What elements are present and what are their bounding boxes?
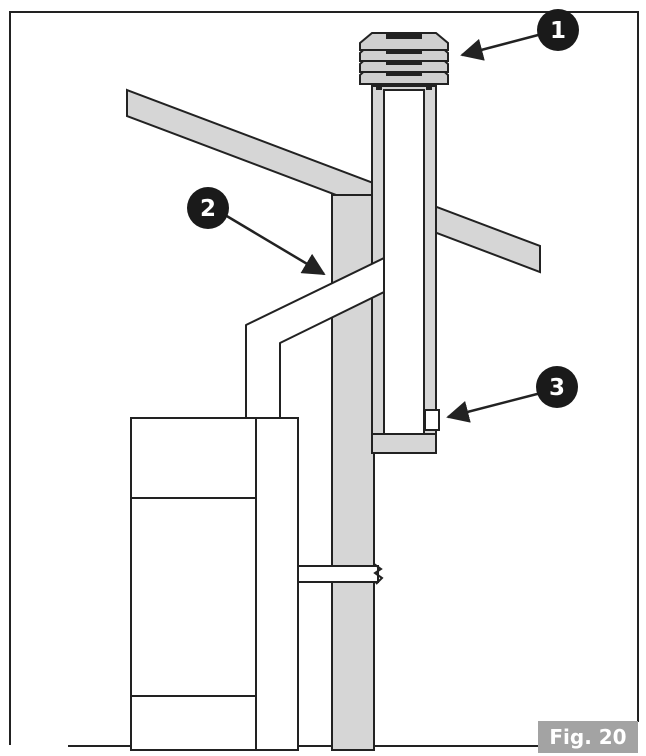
cap-top-slot [386,33,422,39]
arrow-2 [224,213,326,276]
callout-1-number: 1 [550,18,566,44]
stove-body [130,417,299,751]
callout-3-circle [536,366,578,408]
callout-2: 2 [187,187,229,229]
frame-border [9,11,639,745]
air-inlet [297,420,384,750]
inlet-pipe [297,565,379,583]
figure-label-bg [538,721,638,753]
arrow-1 [460,32,543,61]
inlet-break-mark [373,563,384,585]
arrow-3 [446,391,542,423]
cap-slot-1 [386,50,422,54]
cap-leg-left [376,82,382,90]
cap-slot-3 [386,72,422,76]
figure-label: Fig. 20 [538,721,638,753]
callout-2-number: 2 [200,196,216,222]
callout-1-circle [537,9,579,51]
cap-leg-right [426,82,432,90]
cap-slot-2 [386,61,422,65]
figure-label-text: Fig. 20 [549,725,626,749]
cap-louver-1 [359,32,449,51]
chimney-flue [383,89,425,435]
stove-unit [130,417,299,751]
callout-1: 1 [537,9,579,51]
callout-3-number: 3 [549,375,565,401]
cleanout-tee [424,409,440,431]
callout-3: 3 [536,366,578,408]
chimney-cap [359,32,449,90]
callout-2-circle [187,187,229,229]
